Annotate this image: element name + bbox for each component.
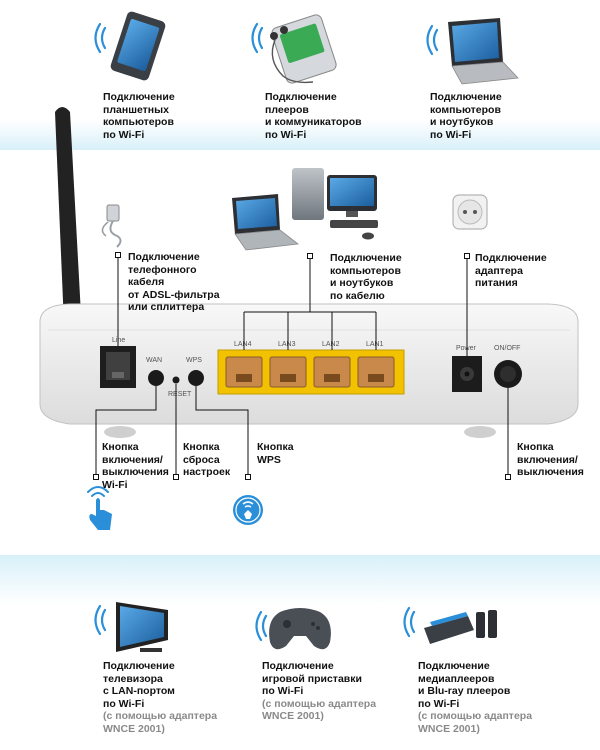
label-console-connection: Подключение игровой приставки по Wi-Fi (… [262,660,377,722]
laptop-icon [448,18,519,85]
wifi-icon [94,22,107,54]
wps-button[interactable] [188,370,204,386]
port-label-lan4: LAN4 [234,341,252,348]
callout-lines [93,252,511,480]
wps-icon [233,495,263,525]
wifi-toggle-button[interactable] [148,370,164,386]
port-label-wps: WPS [186,357,202,364]
label-phone-cable: Подключение телефонного кабеля от ADSL-ф… [128,251,220,313]
label-onoff-button: Кнопка включения/ выключения [517,441,584,478]
lan1-port[interactable] [357,356,395,388]
label-reset-button: Кнопка сброса настроек [183,441,231,478]
label-lan-cable: Подключение компьютеров и ноутбуков по к… [330,252,402,302]
lan-port-block [217,349,405,395]
reset-button[interactable] [172,376,180,384]
label-laptop-wifi-connection: Подключение компьютеров и ноутбуков по W… [430,91,502,141]
lan2-port[interactable] [313,356,351,388]
bottom-band [0,555,600,605]
laptop-icon [232,194,300,251]
bluray-player-icon [424,610,497,644]
power-socket-icon [452,194,488,230]
power-port [452,356,482,392]
wifi-icon [251,22,264,54]
lan3-port[interactable] [269,356,307,388]
port-label-lan2: LAN2 [322,341,340,348]
line-port [100,346,136,388]
label-power-adapter: Подключение адаптера питания [475,252,547,289]
port-label-power: Power [456,345,477,352]
wifi-touch-icon [87,486,112,530]
tablet-icon [110,11,166,81]
label-tv-connection: Подключение телевизора с LAN-портом по W… [103,660,218,735]
port-label-lan3: LAN3 [278,341,296,348]
wifi-icon [403,606,416,638]
port-label-line: Line [112,337,125,344]
wifi-icon [255,610,268,642]
label-tablet-connection: Подключение планшетных компьютеров по Wi… [103,91,175,141]
port-label-reset: RESET [168,391,192,398]
wifi-icon [94,604,107,636]
label-player-connection: Подключение плееров и коммуникаторов по … [265,91,362,141]
label-mediaplayer-connection: Подключение медиаплееров и Blu-ray плеер… [418,660,533,735]
port-label-lan1: LAN1 [366,341,384,348]
lan4-port[interactable] [225,356,263,388]
label-wps-button: Кнопка WPS [257,441,294,466]
desktop-computer-icon [292,168,378,240]
gamepad-icon [269,608,331,650]
label-wifi-button: Кнопка включения/ выключения Wi-Fi [102,441,169,491]
tv-icon [116,602,168,652]
phone-cable-icon [101,204,122,248]
port-label-wan: WAN [146,357,162,364]
port-label-onoff: ON/OFF [494,345,520,352]
wifi-icon [426,24,439,56]
media-player-icon [270,14,337,84]
